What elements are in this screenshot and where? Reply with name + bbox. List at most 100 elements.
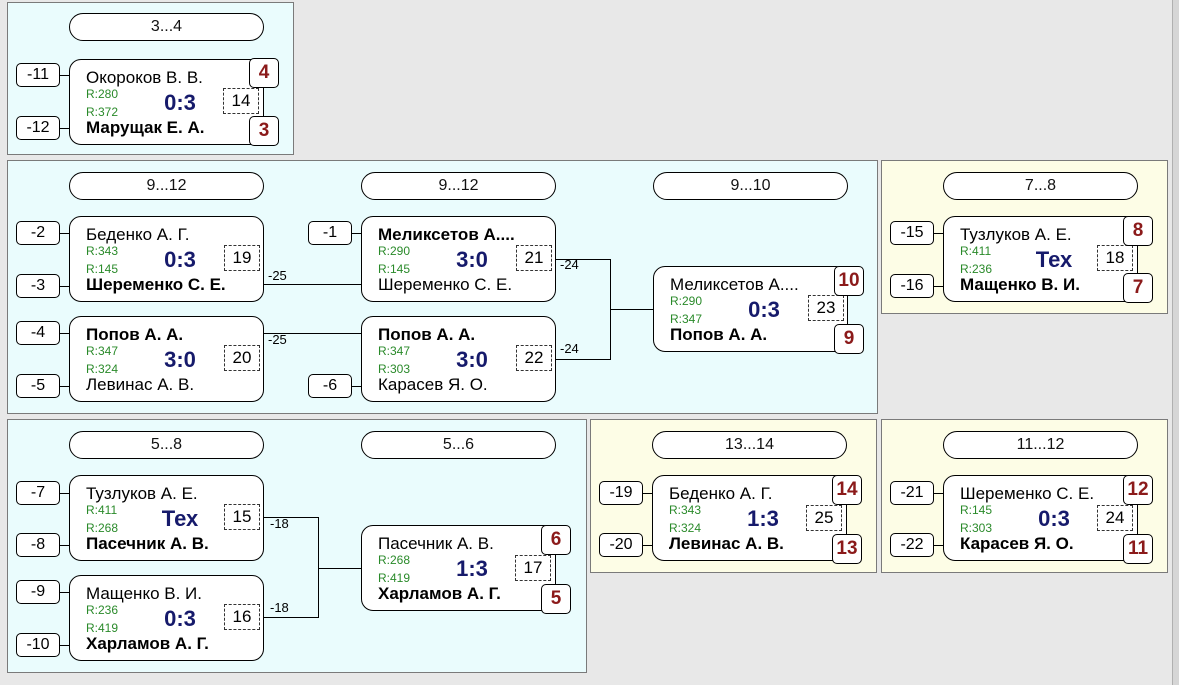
- player-top: Мащенко В. И.: [86, 584, 202, 603]
- player-bottom: Попов А. А.: [670, 325, 768, 344]
- seed-box: -20: [599, 533, 643, 557]
- rating-bottom: R:303: [378, 362, 411, 376]
- rating-top: R:411: [960, 244, 992, 258]
- player-top: Тузлуков А. Е.: [86, 484, 198, 503]
- place-badge: 5: [541, 584, 571, 614]
- rating-top: R:145: [960, 503, 993, 517]
- place-badge: 12: [1123, 475, 1153, 505]
- place-badge: 13: [832, 534, 862, 564]
- match-card[interactable]: Тузлуков А. Е. R:411 Тех R:268 Пасечник …: [69, 475, 264, 561]
- rating-top: R:280: [86, 87, 119, 101]
- round-label: 5...6: [361, 431, 556, 459]
- seed-box: -2: [16, 221, 60, 245]
- match-number: 17: [515, 555, 551, 581]
- match-number: 23: [808, 295, 844, 321]
- match-card[interactable]: Шеременко С. Е. R:145 0:3 R:303 Карасев …: [943, 475, 1138, 561]
- rating-top: R:347: [86, 344, 119, 358]
- rating-top: R:347: [378, 344, 411, 358]
- rating-bottom: R:303: [960, 521, 993, 535]
- connector-label: -24: [560, 341, 579, 356]
- place-badge: 9: [834, 324, 864, 354]
- match-score: 1:3: [456, 556, 488, 581]
- player-top: Окороков В. В.: [86, 68, 203, 87]
- rating-top: R:411: [86, 503, 118, 517]
- place-badge: 7: [1123, 273, 1153, 303]
- round-label: 5...8: [69, 431, 264, 459]
- round-label: 11...12: [943, 431, 1138, 459]
- match-card[interactable]: Попов А. А. R:347 3:0 R:303 Карасев Я. О…: [361, 316, 556, 402]
- match-card[interactable]: Мащенко В. И. R:236 0:3 R:419 Харламов А…: [69, 575, 264, 661]
- right-edge-strip: [1172, 0, 1179, 685]
- match-number: 16: [224, 604, 260, 630]
- place-badge: 8: [1123, 216, 1153, 246]
- player-top: Меликсетов А....: [378, 225, 515, 244]
- rating-bottom: R:145: [86, 262, 119, 276]
- round-label: 9...12: [361, 172, 556, 200]
- rating-bottom: R:419: [86, 621, 119, 635]
- match-number: 24: [1097, 505, 1133, 531]
- match-score: 0:3: [748, 297, 780, 322]
- seed-box: -11: [16, 63, 60, 87]
- seed-box: -21: [890, 481, 934, 505]
- player-top: Тузлуков А. Е.: [960, 225, 1072, 244]
- player-top: Беденко А. Г.: [86, 225, 190, 244]
- bracket-panel-11-12: 11...12 -21 -22 Шеременко С. Е. R:145 0:…: [881, 419, 1168, 573]
- connector-label: -24: [560, 257, 579, 272]
- connector-label: -18: [270, 600, 289, 615]
- match-card[interactable]: Беденко А. Г. R:343 0:3 R:145 Шеременко …: [69, 216, 264, 302]
- rating-top: R:343: [669, 503, 702, 517]
- player-top: Попов А. А.: [378, 325, 476, 344]
- seed-box: -16: [890, 274, 934, 298]
- match-card[interactable]: Меликсетов А.... R:290 3:0 R:145 Шеремен…: [361, 216, 556, 302]
- match-score: Тех: [161, 506, 199, 531]
- rating-bottom: R:372: [86, 105, 119, 119]
- connector-label: -25: [268, 268, 287, 283]
- match-score: 3:0: [164, 347, 196, 372]
- match-card[interactable]: Попов А. А. R:347 3:0 R:324 Левинас А. В…: [69, 316, 264, 402]
- seed-box: -10: [16, 633, 60, 657]
- rating-bottom: R:236: [960, 262, 993, 276]
- match-number: 19: [224, 245, 260, 271]
- rating-bottom: R:145: [378, 262, 411, 276]
- player-top: Беденко А. Г.: [669, 484, 773, 503]
- player-bottom: Пасечник А. В.: [86, 534, 209, 553]
- player-bottom: Карасев Я. О.: [378, 375, 488, 394]
- match-score: 3:0: [456, 347, 488, 372]
- player-top: Пасечник А. В.: [378, 534, 494, 553]
- rating-bottom: R:324: [669, 521, 702, 535]
- rating-top: R:343: [86, 244, 119, 258]
- match-number: 21: [516, 245, 552, 271]
- seed-box: -4: [16, 321, 60, 345]
- seed-box: -5: [16, 374, 60, 398]
- seed-box: -19: [599, 481, 643, 505]
- round-label: 7...8: [943, 172, 1138, 200]
- player-top: Меликсетов А....: [670, 275, 799, 294]
- seed-box: -15: [890, 221, 934, 245]
- player-bottom: Харламов А. Г.: [378, 584, 501, 603]
- match-number: 20: [224, 345, 260, 371]
- match-number: 15: [224, 504, 260, 530]
- bracket-panel-5-8: 5...8 5...6 -7 -8 -9 -10 Тузлуков А. Е. …: [7, 419, 587, 673]
- player-bottom: Шеременко С. Е.: [378, 275, 513, 294]
- player-bottom: Карасев Я. О.: [960, 534, 1074, 553]
- player-bottom: Марущак Е. А.: [86, 118, 205, 137]
- seed-box: -1: [308, 221, 352, 245]
- rating-top: R:236: [86, 603, 119, 617]
- place-badge: 3: [249, 116, 279, 146]
- place-badge: 10: [834, 266, 864, 296]
- round-label: 9...12: [69, 172, 264, 200]
- match-score: 0:3: [1038, 506, 1070, 531]
- seed-box: -6: [308, 374, 352, 398]
- match-score: 0:3: [164, 247, 196, 272]
- match-score: 1:3: [747, 506, 779, 531]
- match-number: 14: [223, 88, 259, 114]
- match-card[interactable]: Меликсетов А.... R:290 0:3 R:347 Попов А…: [653, 266, 848, 352]
- connector-label: -25: [268, 332, 287, 347]
- player-bottom: Харламов А. Г.: [86, 634, 209, 653]
- player-bottom: Левинас А. В.: [669, 534, 784, 553]
- player-top: Шеременко С. Е.: [960, 484, 1095, 503]
- player-bottom: Левинас А. В.: [86, 375, 195, 394]
- seed-box: -9: [16, 580, 60, 604]
- rating-bottom: R:347: [670, 312, 703, 326]
- bracket-panel-13-14: 13...14 -19 -20 Беденко А. Г. R:343 1:3 …: [590, 419, 877, 573]
